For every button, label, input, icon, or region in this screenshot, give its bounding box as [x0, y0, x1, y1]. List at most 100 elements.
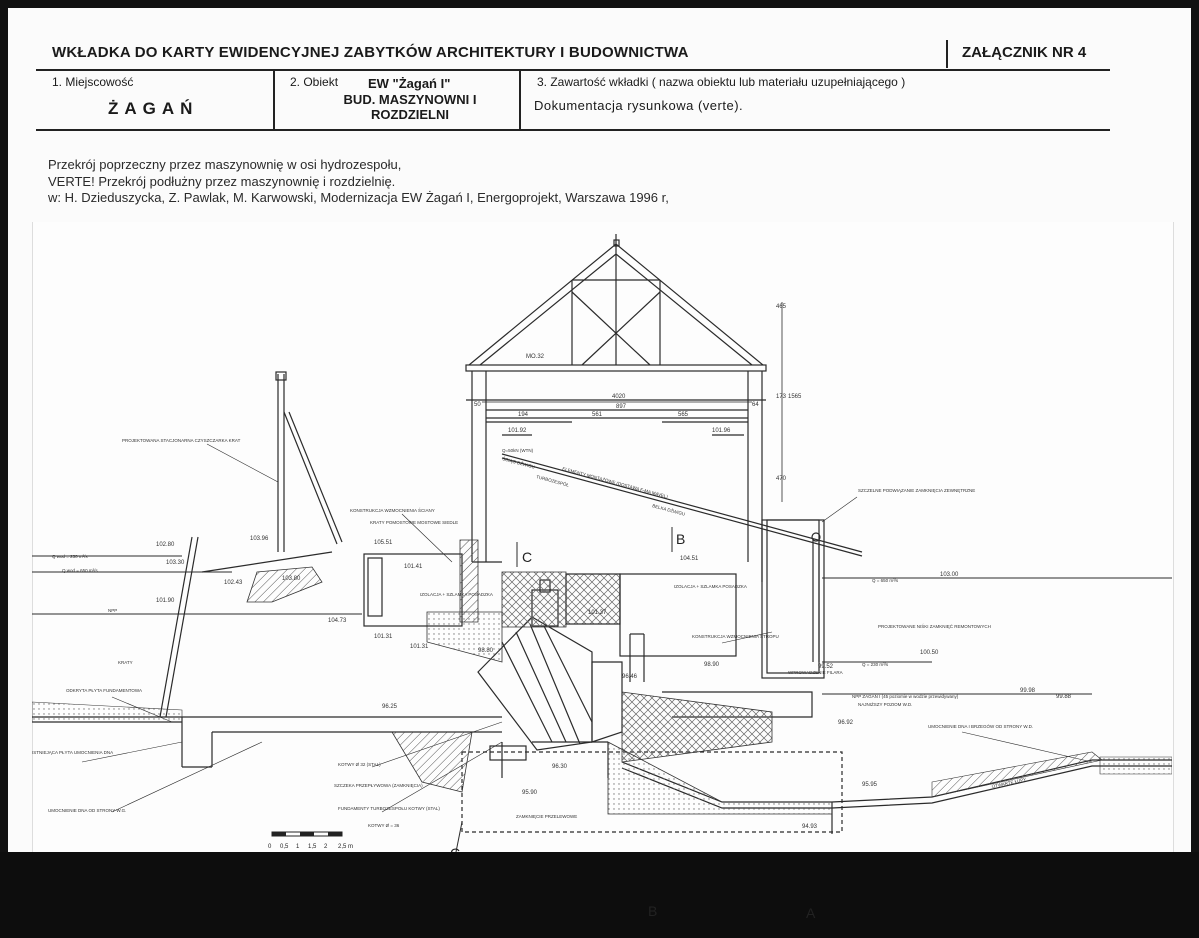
scan-edge-bottom — [0, 852, 1199, 938]
header-rule — [36, 69, 1110, 71]
elevation-label: 102.80 — [156, 542, 175, 548]
scale-tick-label: 0,5 — [280, 844, 289, 850]
object-desc-line2: ROZDZIELNI — [371, 107, 449, 122]
channel-bed — [32, 691, 1172, 834]
section-lines — [455, 527, 673, 852]
dim-text: 1565 — [788, 394, 802, 400]
dim-text: 173 — [776, 394, 787, 400]
drawing-note: PROJEKTOWANA STACJONARNA CZYSZCZARKA KRA… — [122, 438, 241, 443]
annex-number: ZAŁĄCZNIK NR 4 — [962, 44, 1087, 61]
drawing-note: KONSTRUKCJA WZMOCNIENIA STROPU — [692, 634, 779, 639]
drawing-note: SZCZEKA PRZEPŁYWOWA (ZAMKNIĘCIA) — [334, 783, 423, 788]
section-mark-b-bottom: B — [648, 903, 657, 919]
description-line-1: Przekrój poprzeczny przez maszynownię w … — [48, 157, 402, 172]
fields-bottom-rule — [36, 129, 1110, 131]
section-mark-c: C — [522, 549, 532, 565]
elevation-label: 104.73 — [328, 618, 347, 624]
scale-bar: 0 0,5 1 1,5 2 2,5 m — [268, 831, 353, 850]
description-line-3: w: H. Dzieduszycka, Z. Pawlak, M. Karwow… — [48, 190, 669, 205]
scan-edge-top — [0, 0, 1199, 8]
crane-rail — [501, 453, 863, 557]
cross-section-drawing: 0 0,5 1 1,5 2 2,5 m C B C 4020 897 194 5… — [32, 234, 1172, 852]
drawing-note: UMOCNIENIE DNA I BRZEGÓW OD STRONY W.D. — [928, 723, 1033, 729]
scan-edge-left — [0, 0, 8, 938]
dim-text: 4020 — [612, 394, 626, 400]
document-title: WKŁADKA DO KARTY EWIDENCYJNEJ ZABYTKÓW A… — [52, 44, 689, 61]
drawing-note: PROJEKTOWANE NIŚKI ZAMKNIĘĆ REMONTOWYCH — [878, 622, 991, 629]
dim-text: 897 — [616, 404, 627, 410]
elevation-label: 103.96 — [250, 536, 269, 542]
drawing-note: UMOCNIENIE DNA OD STRONY W.G. — [48, 808, 126, 813]
section-mark-b-bottom-letter: B — [648, 903, 658, 919]
elevation-label: 99.88 — [1056, 694, 1072, 700]
trash-rack-cleaner — [159, 371, 343, 718]
dim-text: 64 — [752, 402, 759, 408]
drawing-note: ZAMKNIĘCIE PRZELEWOWE — [516, 814, 577, 819]
dim-text: 194 — [518, 412, 529, 418]
roof-truss — [468, 234, 764, 366]
elevation-label: 101.96 — [712, 428, 731, 434]
cell-divider-2 — [519, 70, 521, 130]
drawing-note: Q wod = 650 m³/s — [62, 568, 98, 573]
elevation-label: 103.00 — [940, 572, 959, 578]
elevation-label: 96.25 — [382, 704, 398, 710]
scale-tick-label: 2,5 m — [338, 844, 353, 850]
content-label: 3. Zawartość wkładki ( nazwa obiektu lub… — [537, 75, 906, 89]
drawing-note: WPROWADZENIE FILARA — [788, 670, 843, 675]
elevation-label: 99.98 — [1020, 688, 1036, 694]
drawing-note: ODKRYTA PŁYTA FUNDAMENTOWA — [66, 688, 142, 693]
drawing-note: ELEMENTY MONTAŻOWE (DOSTAWA F-MA MAVEL) — [562, 465, 669, 499]
dim-text: 470 — [776, 476, 787, 482]
material-hatching — [32, 539, 1172, 815]
drawing-note: Q wod = 230 m³/s — [52, 554, 88, 559]
elevation-label: 96.46 — [622, 674, 638, 680]
elevation-label: 98.80 — [478, 648, 494, 654]
scale-tick-label: 2 — [324, 844, 328, 850]
content-value: Dokumentacja rysunkowa (verte). — [534, 98, 744, 113]
dim-text: 465 — [776, 304, 787, 310]
dimension-lines — [482, 302, 783, 502]
object-desc-line1: BUD. MASZYNOWNI I — [343, 92, 477, 107]
elevation-label: 101.31 — [410, 644, 429, 650]
dim-text: 50 — [474, 402, 481, 408]
elevation-label: 100.50 — [920, 650, 939, 656]
drawing-note: KRATY POMOSTOWE MOSTOWE SIEDLE — [370, 520, 458, 525]
elevation-label: 95.95 — [862, 782, 878, 788]
technical-drawing-sheet — [32, 222, 1174, 852]
drawing-note: NAJNIŻSZY POZIOM W.D. — [858, 701, 912, 707]
drawing-note: Q = 650 m³/s — [872, 578, 899, 583]
scale-tick-label: 1 — [296, 844, 300, 850]
object-label: 2. Obiekt — [290, 75, 339, 89]
elevation-label: 104.51 — [680, 556, 699, 562]
elevation-label: 103.80 — [282, 576, 301, 582]
dim-text: 561 — [592, 412, 603, 418]
elevation-label: 96.92 — [838, 720, 854, 726]
section-mark-c-bottom: C — [450, 845, 460, 852]
drawing-note: FUNDAMENTY TURBOZESPOŁU KOTWY (STAL) — [338, 806, 440, 811]
elevation-label: 96.30 — [552, 764, 568, 770]
drawing-note: KOTWY Ø 32 (STAL) — [338, 762, 381, 767]
elevation-label: 98.90 — [704, 662, 720, 668]
object-name: EW "Żagań I" — [368, 76, 451, 91]
scan-edge-right — [1191, 0, 1199, 938]
elevation-label: 101.37 — [588, 610, 607, 616]
drawing-note: KOTWY Ø = 36 — [368, 823, 400, 828]
drawing-note: SZCZELNE PODWIĄZANIE ZAMKNIĘCIA ZEWNĘTRZ… — [858, 488, 975, 493]
drawing-note: KRATY — [118, 660, 133, 665]
place-value: ŻAGAŃ — [108, 99, 199, 118]
drawing-note: KONSTRUKCJA WZMOCNIENIA ŚCIANY — [350, 506, 435, 513]
elevation-label: 101.41 — [404, 564, 423, 570]
scale-tick-label: 1,5 — [308, 844, 317, 850]
downstream-tower — [761, 519, 825, 679]
scale-tick-label: 0 — [268, 844, 272, 850]
elevation-label: 101.31 — [374, 634, 393, 640]
drawing-note: Q = 230 m³/s — [862, 662, 889, 667]
place-label: 1. Miejscowość — [52, 75, 134, 89]
description-line-2: VERTE! Przekrój podłużny przez maszynown… — [48, 174, 396, 189]
water-levels — [32, 555, 1172, 695]
cell-divider-1 — [273, 70, 275, 130]
elevation-label: 102.43 — [224, 580, 243, 586]
elevation-label: 99.52 — [818, 664, 834, 670]
dim-text: 565 — [678, 412, 689, 418]
section-mark-a-bottom-letter: A — [806, 905, 816, 921]
